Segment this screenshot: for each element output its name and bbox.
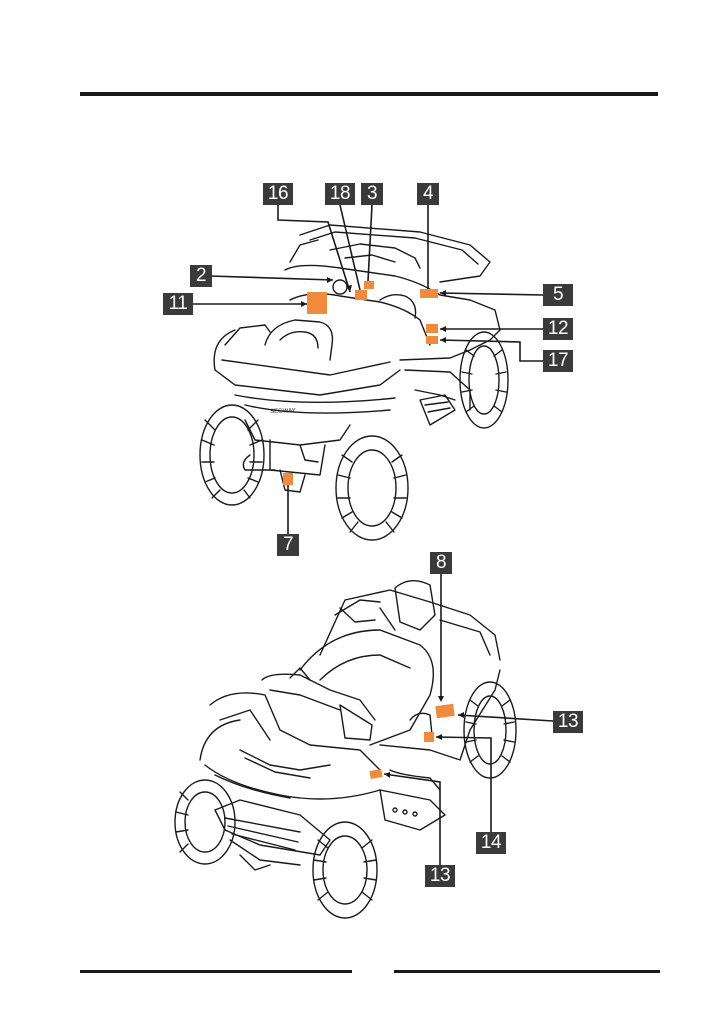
leader-2 xyxy=(210,276,333,280)
callout-17: 17 xyxy=(543,350,573,372)
warning-label-12 xyxy=(426,324,438,333)
svg-text:SEGWAY: SEGWAY xyxy=(270,408,296,415)
callout-18: 18 xyxy=(325,183,355,205)
leader-3 xyxy=(368,205,372,281)
atv-rear-view-illustration: SEGWAY xyxy=(0,0,714,560)
callout-4: 4 xyxy=(417,183,439,205)
callout-5: 5 xyxy=(543,284,573,306)
callout-12: 12 xyxy=(543,318,573,340)
callout-13-lower: 13 xyxy=(425,865,455,887)
callout-8: 8 xyxy=(430,552,452,574)
warning-label-18 xyxy=(355,290,367,300)
callout-11: 11 xyxy=(163,293,193,315)
callout-2: 2 xyxy=(190,265,212,287)
callout-14: 14 xyxy=(476,832,506,854)
warning-label-7 xyxy=(283,473,293,485)
callout-3: 3 xyxy=(361,183,383,205)
leader-13b xyxy=(384,774,440,865)
callout-13-upper: 13 xyxy=(553,711,583,733)
warning-label-17 xyxy=(426,336,438,344)
warning-label-13-front xyxy=(369,769,382,779)
warning-label-11 xyxy=(307,292,327,314)
callout-16: 16 xyxy=(263,183,293,205)
warning-label-4 xyxy=(420,289,438,298)
footer-rule-left xyxy=(80,970,352,973)
warning-label-14 xyxy=(424,732,434,742)
warning-label-3 xyxy=(364,281,374,289)
footer-rule-right xyxy=(394,970,660,973)
leader-5 xyxy=(440,293,543,295)
callout-7: 7 xyxy=(277,534,299,556)
atv-front-view-illustration xyxy=(0,560,714,960)
warning-label-8 xyxy=(435,704,454,718)
